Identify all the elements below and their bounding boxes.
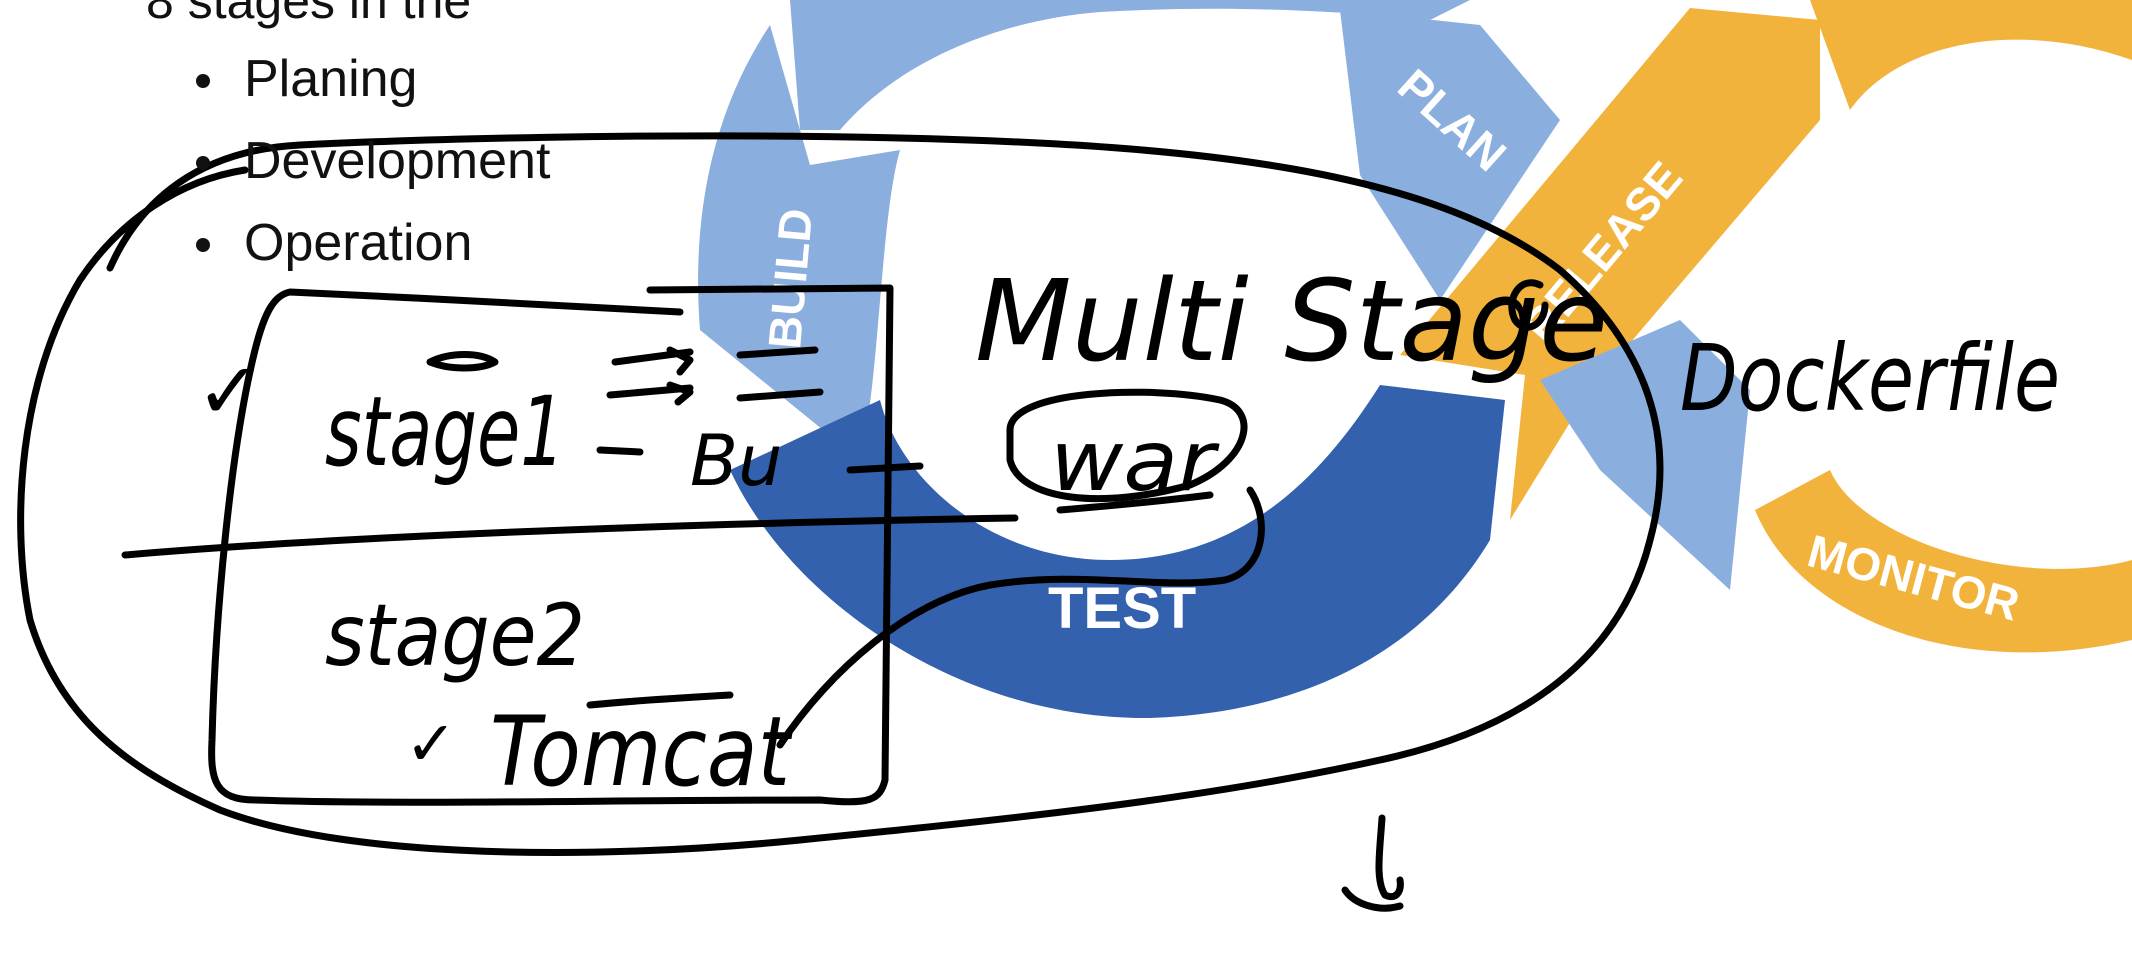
outer-loop-stroke [17,132,1664,856]
bullet-item: Operation [196,202,550,284]
top-segment [790,0,1470,130]
divider-stroke [121,514,1019,559]
annotation-check-1: ✓ [196,347,261,437]
dash-stroke [596,446,924,474]
war-circle-stroke [1006,388,1248,503]
plan-segment [1340,10,1560,300]
annotation-stage1: stage1 [325,376,565,488]
bullet-item: Planing [196,38,550,120]
deploy-segment [1810,0,2132,110]
operate-segment [1540,320,1750,590]
bullet-item: Development [196,120,550,202]
annotation-build: Bu [690,420,782,502]
tomcat-overline-stroke [586,691,734,709]
test-segment [730,385,1505,719]
monitor-segment [1755,470,2132,653]
annotation-war: war [1050,412,1220,510]
segment-label-test: TEST [1048,576,1196,641]
connector-stroke [776,486,1265,749]
release-circle-stroke [1508,279,1549,331]
arrow-stroke [426,346,824,406]
release-segment [1400,8,1820,520]
annotation-dockerfile: Dockerfile [1680,325,2060,432]
slide-heading: 8 stages in the [146,0,472,29]
annotation-multi-stage: Multi Stage [975,257,1608,387]
war-underline-stroke [1056,491,1214,514]
annotation-tomcat: Tomcat [490,696,793,808]
annotation-stage2: stage2 [325,586,585,686]
bullet-list: Planing Development Operation [196,38,550,284]
annotation-check-2: ✓ [405,707,457,780]
segment-label-build: BUILD [758,206,822,351]
down-arrow-stroke [1341,814,1404,912]
box-stroke [208,284,894,806]
